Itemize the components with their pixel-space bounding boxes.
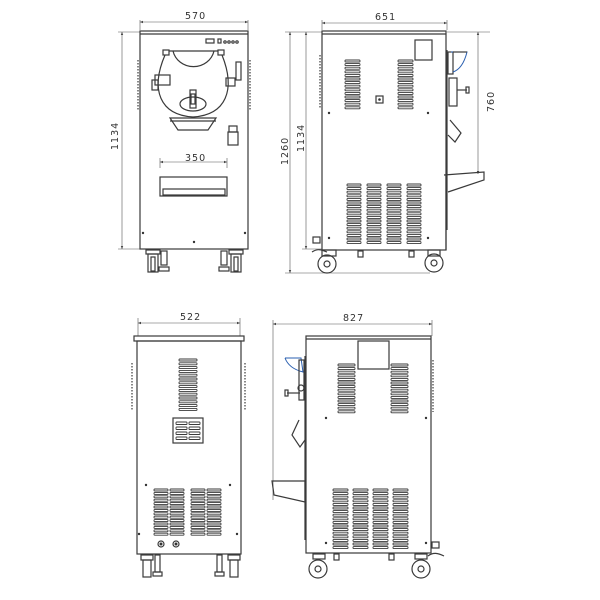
lower-vent <box>153 488 222 536</box>
dimension-door-350: 350 <box>159 153 228 168</box>
dimension-width-522: 522 <box>137 312 241 336</box>
dim-label: 1134 <box>296 124 307 152</box>
casters <box>145 249 244 273</box>
upper-vent <box>337 363 409 414</box>
dimension-width-570: 570 <box>139 11 249 30</box>
dispenser-assembly <box>271 356 306 540</box>
casters <box>140 554 241 578</box>
freezing-cylinder-door <box>151 49 242 131</box>
dimension-spout-760: 760 <box>447 31 497 174</box>
front-view: 570 1134 <box>110 11 251 273</box>
dim-label: 350 <box>185 153 206 164</box>
rear-view: 522 <box>131 312 246 578</box>
dim-label: 570 <box>185 11 206 22</box>
side-view-opposite: 827 <box>271 313 445 579</box>
dimension-depth-651: 651 <box>321 12 448 30</box>
dimension-depth-827: 827 <box>272 313 433 500</box>
dispenser-assembly <box>443 50 485 250</box>
dimension-height-1134: 1134 <box>296 32 322 250</box>
dimension-height-1260: 1260 <box>280 31 430 274</box>
dim-label: 651 <box>375 12 396 23</box>
upper-vent <box>344 59 414 110</box>
lower-vent <box>332 488 409 550</box>
dimension-height-1134: 1134 <box>110 31 140 250</box>
dim-label: 827 <box>343 313 364 324</box>
dim-label: 760 <box>486 91 497 112</box>
dim-label: 1134 <box>110 122 121 150</box>
dim-label: 1260 <box>280 137 291 165</box>
vent-grid <box>175 421 201 440</box>
casters <box>308 541 445 579</box>
control-panel <box>205 38 239 44</box>
dim-label: 522 <box>180 312 201 323</box>
side-view: 651 1260 1134 760 <box>280 12 497 274</box>
casters <box>311 236 444 274</box>
upper-vent <box>178 358 198 411</box>
lower-vent <box>346 183 422 245</box>
